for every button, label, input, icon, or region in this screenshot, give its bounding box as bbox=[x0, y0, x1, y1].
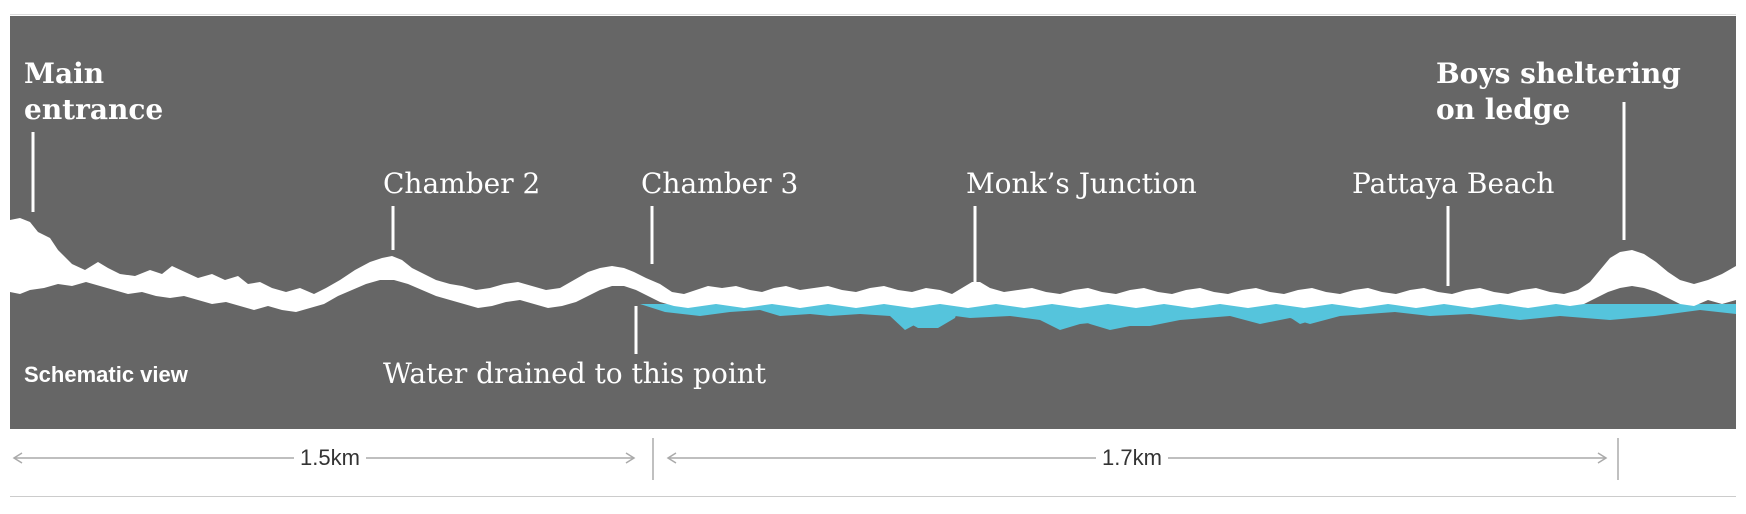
main-entrance-label: Main entrance bbox=[24, 57, 164, 126]
bottom-rule bbox=[10, 496, 1736, 497]
chamber-3-label: Chamber 3 bbox=[641, 167, 799, 200]
scale-bar bbox=[12, 438, 1619, 480]
top-rule bbox=[10, 14, 1736, 15]
schematic-view-note: Schematic view bbox=[24, 362, 188, 387]
chamber-2-label: Chamber 2 bbox=[383, 167, 541, 200]
cave-passage bbox=[10, 218, 1736, 312]
monks-junction-label: Monk’s Junction bbox=[966, 167, 1197, 200]
pattaya-beach-label: Pattaya Beach bbox=[1352, 167, 1555, 200]
boys-sheltering-label: Boys sheltering on ledge bbox=[1436, 57, 1681, 126]
water-drained-label: Water drained to this point bbox=[383, 357, 767, 390]
scale-segment-2-label: 1.7km bbox=[1096, 445, 1168, 471]
leader-lines bbox=[31, 102, 1626, 354]
scale-segment-1-label: 1.5km bbox=[294, 445, 366, 471]
flooded-section bbox=[640, 304, 1736, 330]
